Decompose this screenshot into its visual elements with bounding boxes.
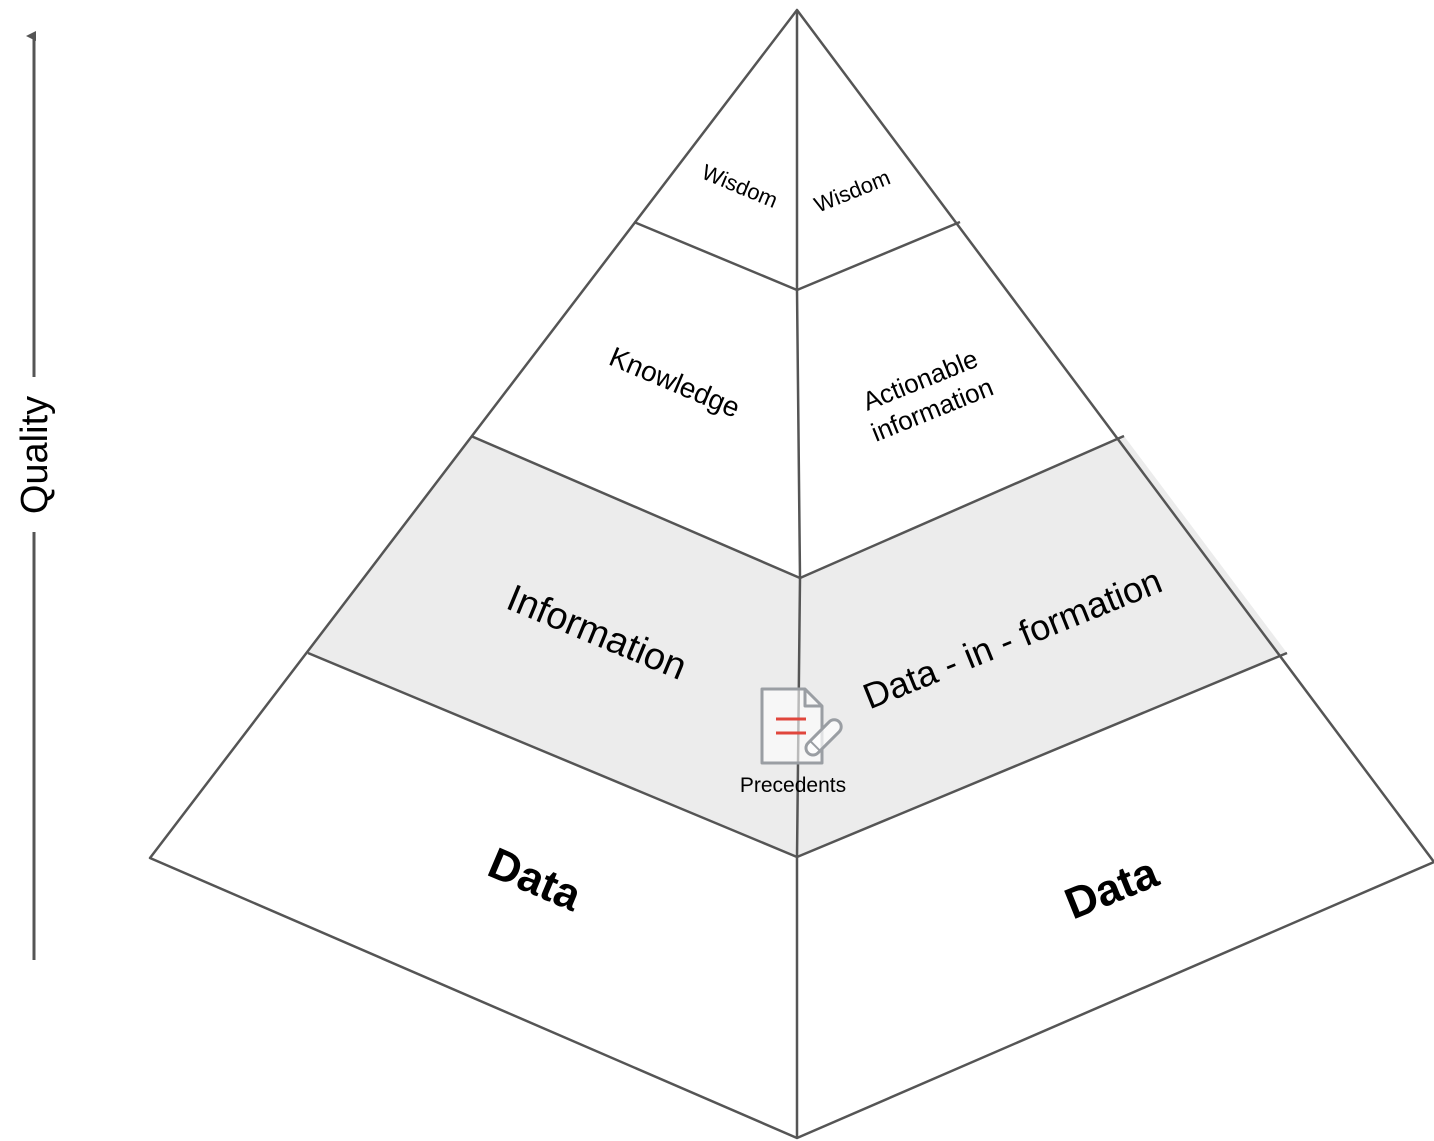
tier-divider-knowledge [470,434,1125,580]
information-band-fill [308,436,1287,857]
quality-axis: Quality [14,31,56,960]
quality-axis-label: Quality [14,396,56,514]
pen-icon [804,718,843,757]
document-icon-fold [803,689,822,708]
tier-divider-wisdom [633,220,961,292]
left-tier1-label: Wisdom [698,159,781,213]
document-signing-icon: Precedents [740,687,846,797]
pyramid-center-ridge [795,10,802,1138]
right-tier1-label: Wisdom [811,165,894,218]
document-icon-label: Precedents [740,774,846,797]
left-tier4-label: Data [481,838,588,921]
tier-divider-information [307,651,1288,859]
right-tier2-label: Actionable information [858,343,997,447]
right-tier4-label: Data [1058,848,1165,929]
pyramid-outline [148,8,1434,1140]
left-tier2-label: Knowledge [605,341,745,424]
